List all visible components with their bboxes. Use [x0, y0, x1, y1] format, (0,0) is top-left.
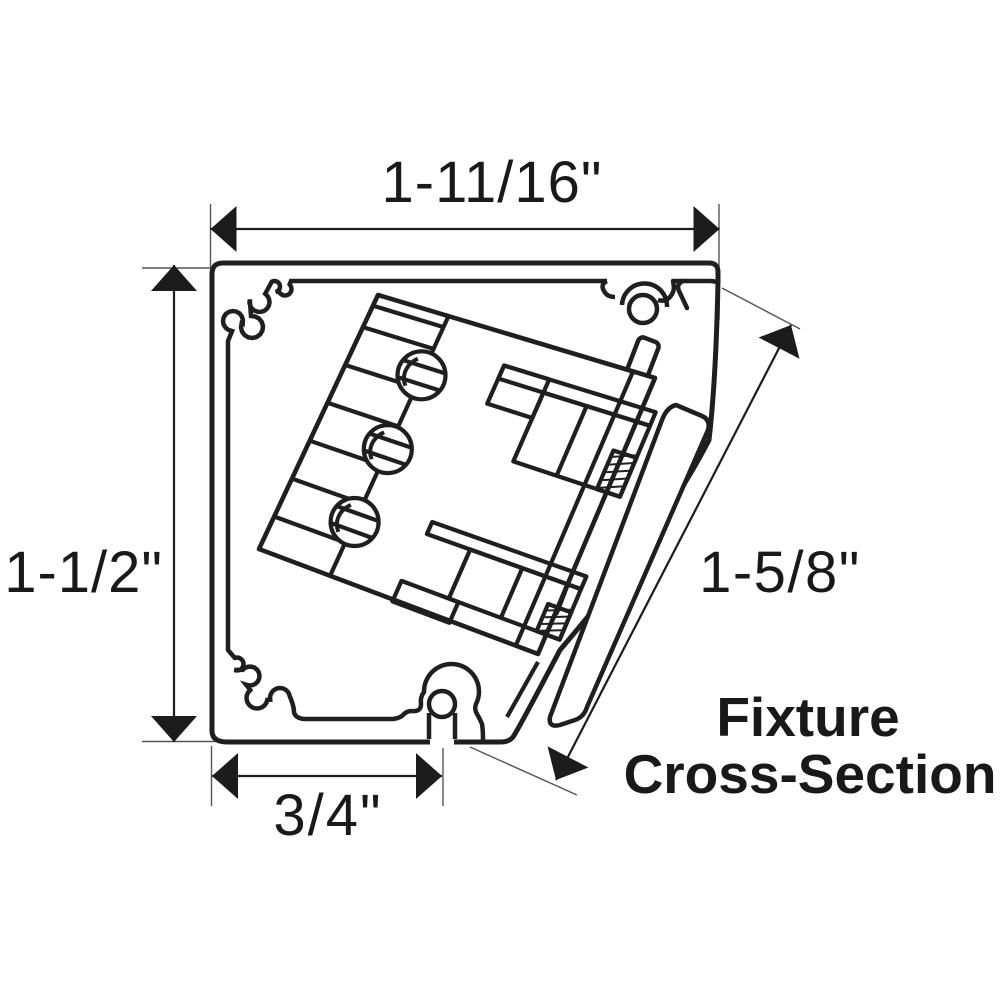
svg-text:1-1/2": 1-1/2"	[4, 540, 163, 605]
svg-text:Cross-Section: Cross-Section	[624, 743, 997, 805]
svg-text:Fixture: Fixture	[716, 686, 899, 748]
svg-text:1-5/8": 1-5/8"	[699, 540, 861, 605]
svg-text:3/4": 3/4"	[273, 783, 382, 848]
svg-text:1-11/16": 1-11/16"	[382, 150, 603, 215]
